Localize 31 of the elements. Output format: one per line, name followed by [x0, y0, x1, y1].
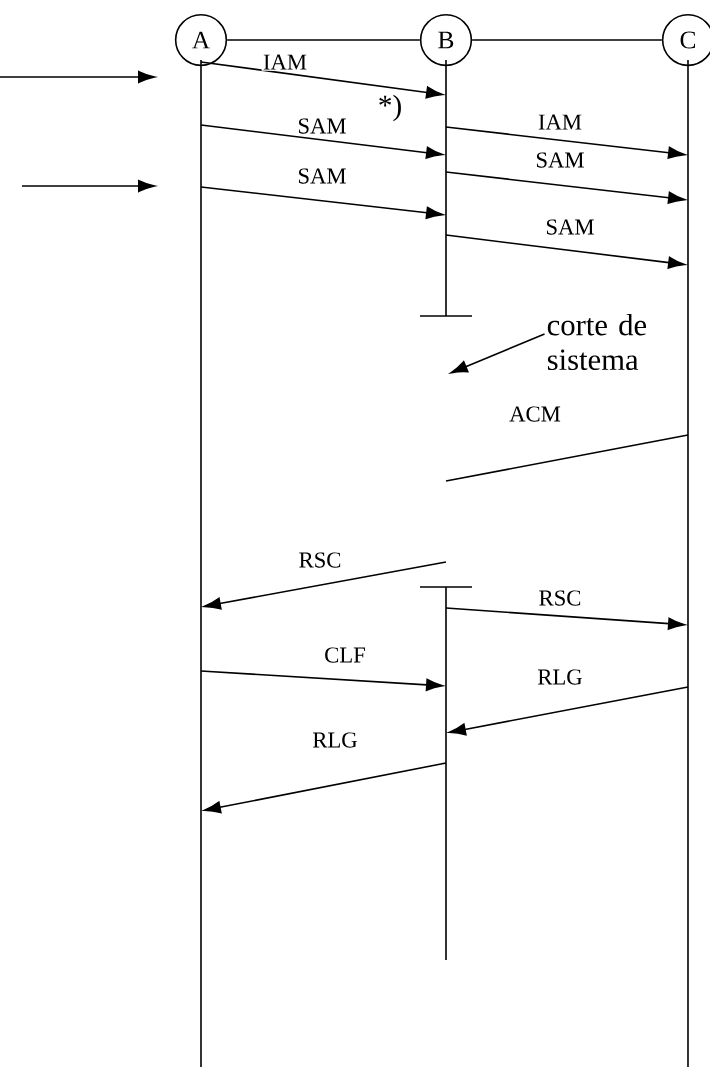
edge-label: SAM: [546, 219, 594, 235]
message-arrow: [445, 171, 686, 204]
message-arrow: [445, 234, 686, 269]
message-arrow: [203, 762, 447, 814]
message-arrow: [200, 124, 444, 159]
edge-label: SAM: [298, 118, 346, 134]
edge-label: IAM: [538, 114, 582, 130]
message-arrow: [203, 561, 447, 610]
lifeline: [200, 59, 202, 1067]
edge-label: IAM: [263, 54, 307, 70]
message-arrow: [200, 61, 444, 99]
message-arrow: [200, 186, 444, 219]
edge-label: CLF: [325, 647, 365, 663]
connector-line: [226, 39, 421, 41]
edge-label: RLG: [538, 669, 582, 685]
leader-arrow: [450, 333, 546, 374]
lifeline: [687, 59, 689, 1067]
edge-label: RLG: [313, 732, 357, 748]
footnote-mark: *): [379, 94, 401, 122]
message-arrow: [445, 607, 686, 630]
edge-label: ACM: [509, 406, 561, 422]
annotation-text: corte de sistema: [547, 313, 647, 371]
connector-line: [471, 39, 663, 41]
message-arrow: [448, 686, 689, 736]
message-arrow: [200, 670, 444, 691]
edge-label: SAM: [298, 168, 346, 184]
edge-label: RSC: [299, 552, 341, 568]
message-arrow: [445, 126, 686, 159]
lifeline: [445, 59, 447, 961]
edge-label: SAM: [536, 152, 584, 168]
edge-label: RSC: [539, 590, 581, 606]
